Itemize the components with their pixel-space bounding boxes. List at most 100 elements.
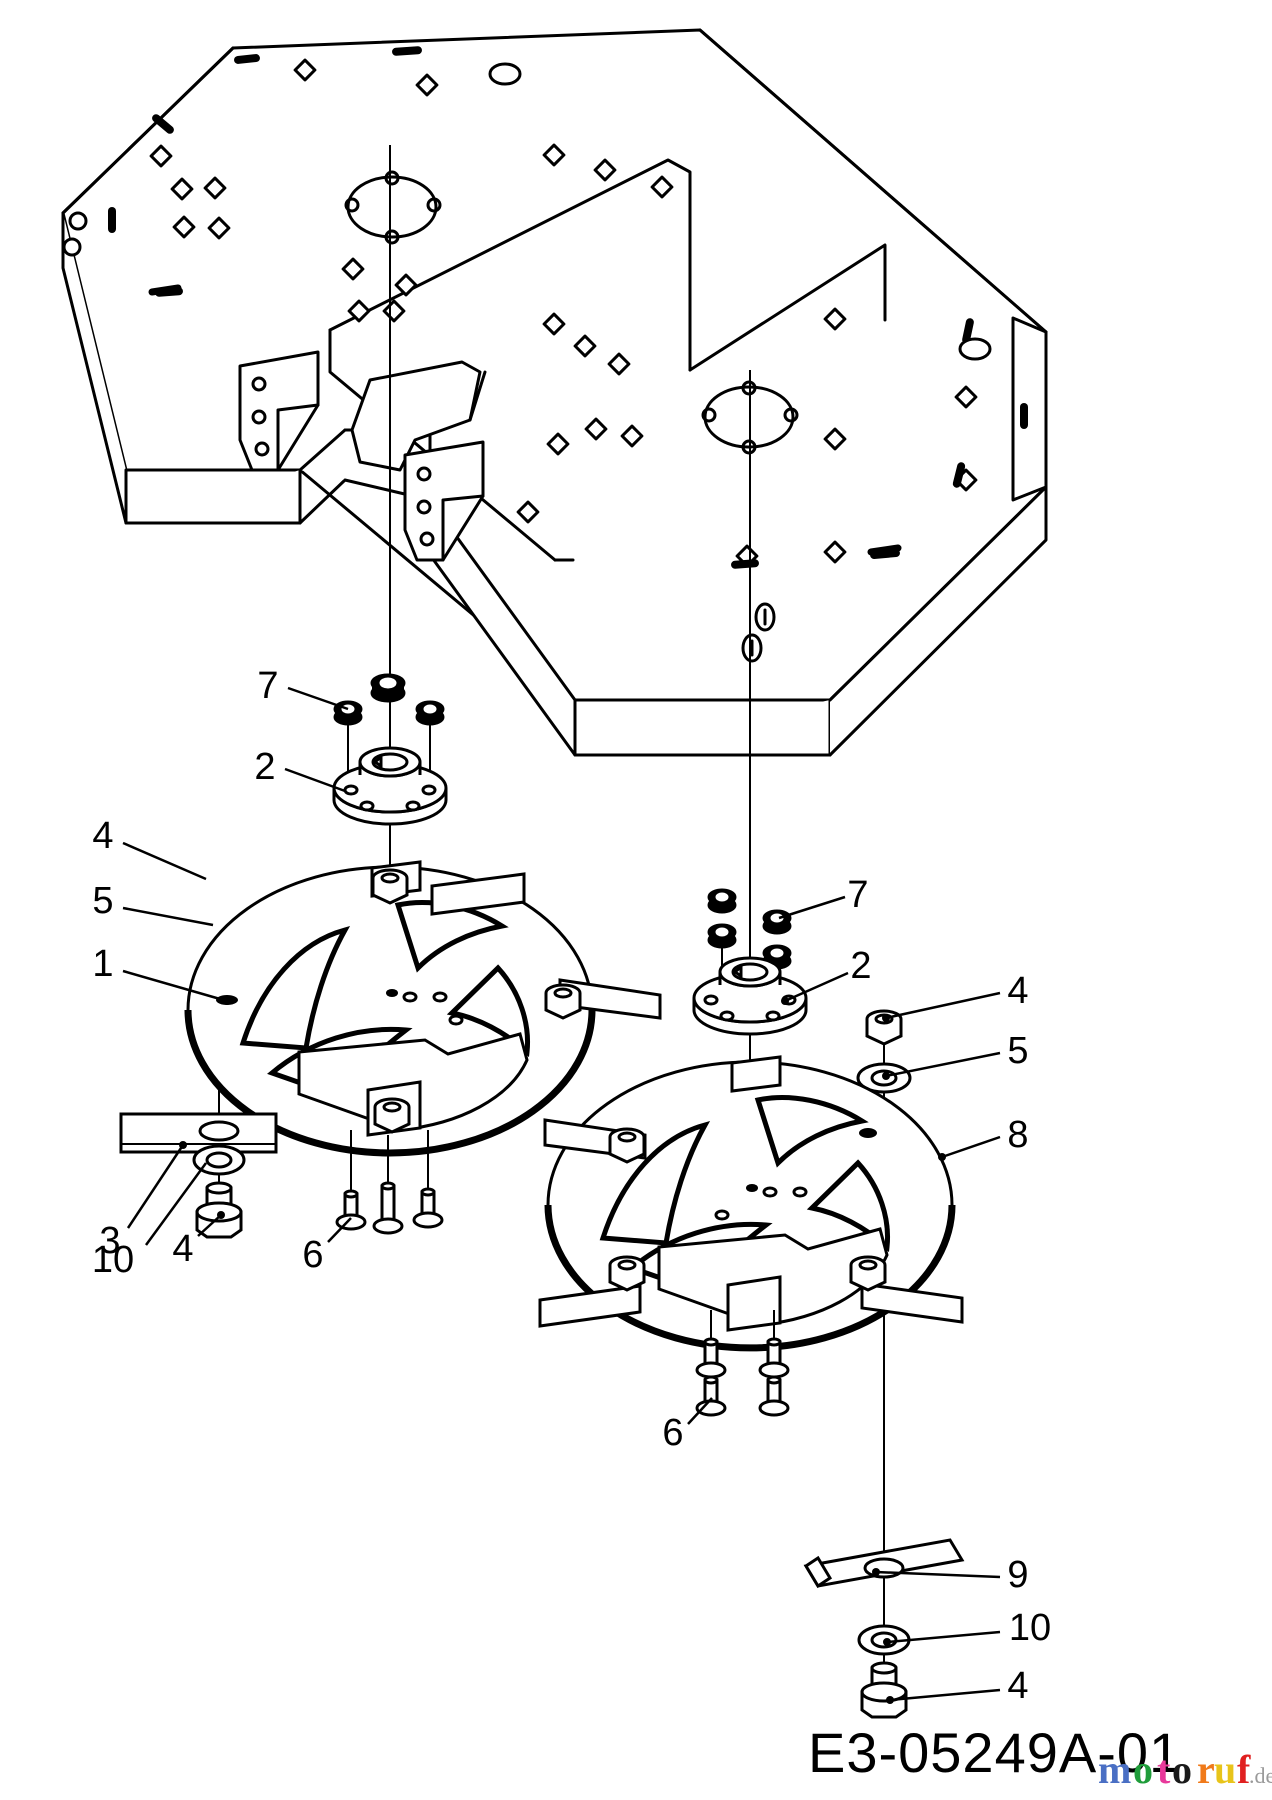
leader-9 <box>875 1570 1001 1579</box>
callout-5b: 5 <box>1007 1030 1028 1072</box>
watermark-letter-f: f <box>1237 1747 1251 1792</box>
bolt-right-6a-lower <box>695 1375 727 1417</box>
mower-deck-assembly <box>61 28 1048 757</box>
dot-9 <box>872 1568 880 1576</box>
disc-right-nut-c <box>849 1255 887 1292</box>
callout-leaders <box>122 686 1001 1702</box>
callout-labels: 7 2 4 5 1 3 10 4 6 7 2 4 5 8 6 9 10 4 <box>92 665 1051 1707</box>
spindle-hub-right <box>692 956 808 1036</box>
deck-baffle-fold <box>468 370 487 422</box>
blade-bar-left <box>119 1112 278 1154</box>
leader-8 <box>941 1135 1001 1159</box>
watermark-letter-m: m <box>1098 1747 1131 1792</box>
leader-2a <box>284 767 346 793</box>
callout-4c: 4 <box>1007 970 1028 1012</box>
bolt-left-4 <box>195 1181 243 1239</box>
leader-4c <box>885 991 1001 1020</box>
blade-bar-right-hole <box>863 1557 905 1579</box>
callout-9: 9 <box>1007 1554 1028 1596</box>
locknut-right-b1 <box>762 909 792 935</box>
callout-7b: 7 <box>847 874 868 916</box>
watermark-letter-u: u <box>1214 1747 1236 1792</box>
callout-5a: 5 <box>92 880 113 922</box>
disc-left-tab-upper <box>430 872 526 916</box>
watermark-letter-o2: o <box>1172 1747 1192 1792</box>
deck-bracket-left-fold <box>276 403 320 472</box>
deck-interior-ridge-1 <box>328 158 692 372</box>
callout-10b: 10 <box>1009 1607 1051 1649</box>
bolt-right-6b-upper <box>758 1310 790 1379</box>
disc-right-hole-e <box>714 1209 730 1221</box>
disc-right-bar-lip-left <box>538 1284 642 1328</box>
callout-1: 1 <box>92 943 113 985</box>
callout-4b: 4 <box>172 1228 193 1270</box>
washer-left-10 <box>192 1144 246 1176</box>
bracket-left-hole-2 <box>251 409 267 425</box>
hub-right-hole-1 <box>703 994 719 1006</box>
leader-4b <box>197 1214 222 1237</box>
deck-spindle-hole-left <box>346 175 438 239</box>
leader-4d <box>889 1688 1001 1702</box>
disc-left-nut-c <box>373 1097 411 1134</box>
callout-7a: 7 <box>257 665 278 707</box>
hub-left-hole-1 <box>343 784 359 796</box>
disc-right-hole-d <box>746 1184 758 1192</box>
watermark-letter-r: r <box>1197 1747 1215 1792</box>
disc-left-hole-b <box>402 991 418 1003</box>
blade-bar-right-top <box>803 1555 833 1589</box>
watermark-letter-t: t <box>1157 1747 1171 1792</box>
watermark-motoruf: m o t o r u f .de <box>1098 1747 1272 1792</box>
dot-2b <box>781 997 789 1005</box>
right-carriage-bolts <box>695 1310 790 1417</box>
leader-6a <box>327 1217 352 1243</box>
left-spindle-hardware <box>332 673 448 826</box>
disc-right-nut-a <box>608 1127 646 1164</box>
dot-5b <box>882 1072 890 1080</box>
disc-left-hole-c <box>432 991 448 1003</box>
disc-right-vane-4 <box>806 1159 891 1253</box>
disc-right-tab-bottom <box>726 1275 782 1332</box>
disc-right-vane-2 <box>754 1095 869 1168</box>
leader-2b <box>784 971 849 1003</box>
disc-left-vane-1 <box>239 926 351 1051</box>
blade-disc-left <box>184 860 662 1157</box>
deck-skirt-right <box>828 485 1048 757</box>
disc-left-hole-d <box>386 989 398 997</box>
deck-top-left-bevel <box>61 46 235 215</box>
leader-7b <box>778 895 846 920</box>
callout-4d: 4 <box>1007 1665 1028 1707</box>
leader-10a <box>144 1162 208 1246</box>
callout-8: 8 <box>1007 1114 1028 1156</box>
disc-right-nut-b <box>608 1255 646 1292</box>
callout-2b: 2 <box>850 945 871 987</box>
watermark-letter-o1: o <box>1133 1747 1153 1792</box>
dot-8 <box>938 1153 946 1161</box>
deck-tab-left <box>148 284 182 296</box>
locknut-left-center <box>370 673 406 703</box>
bracket-left-hole-3 <box>254 441 270 457</box>
callout-2a: 2 <box>254 746 275 788</box>
leader-5b <box>885 1051 1001 1078</box>
bracket-left-hole-1 <box>251 376 267 392</box>
locknut-right-a1 <box>707 888 737 914</box>
disc-left-nut-a <box>371 868 409 905</box>
bolt-left-6b <box>372 1135 404 1235</box>
left-blade-bar-group <box>119 1112 278 1239</box>
disc-right-bar-lip-right <box>860 1282 964 1324</box>
dot-4d <box>886 1696 894 1704</box>
disc-left-vane-2 <box>394 900 509 973</box>
hub-left-hole-4 <box>405 800 421 812</box>
disc-right-hole-b <box>762 1186 778 1198</box>
disc-left-vane-4 <box>446 964 531 1058</box>
leader-7a <box>287 686 349 711</box>
deck-tab-right <box>867 544 902 556</box>
disc-left-nut-b <box>544 983 582 1020</box>
disc-left-hole-e <box>448 1014 464 1026</box>
disc-right-vane-1 <box>599 1121 711 1246</box>
part-code-label: E3-05249A-01 <box>808 1721 1181 1784</box>
hub-right-hole-4 <box>765 1010 781 1022</box>
spindle-hub-left <box>332 746 448 826</box>
leader-4a <box>122 841 207 881</box>
